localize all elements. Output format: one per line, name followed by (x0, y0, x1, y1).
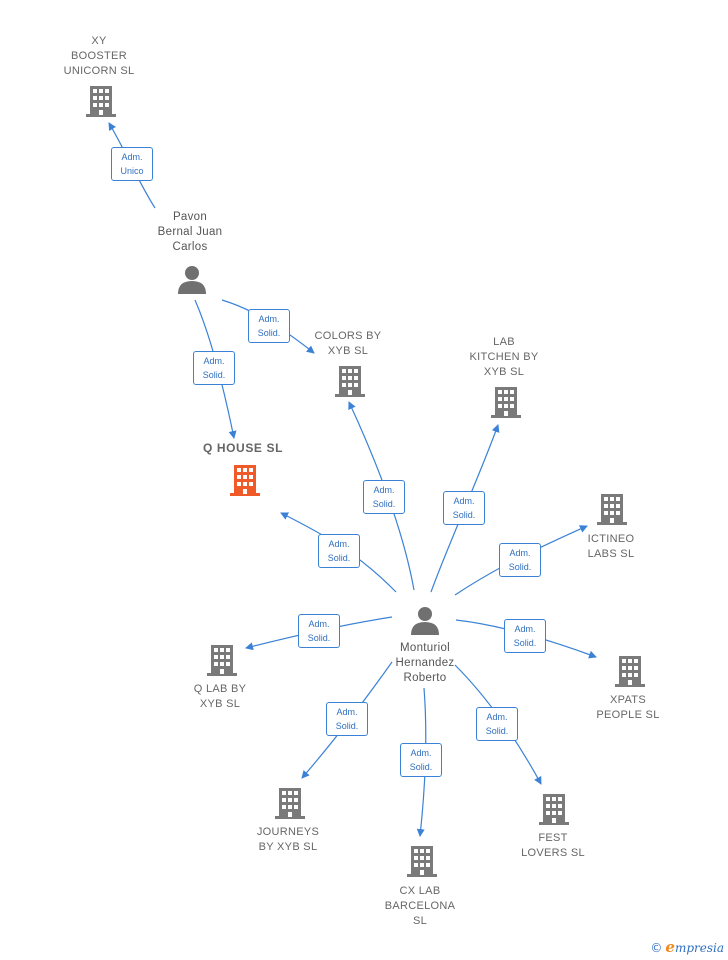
company-label-q-lab[interactable]: Q LAB BY XYB SL (193, 683, 247, 710)
edge-label-adm-solid: Adm. Solid. (318, 534, 360, 568)
building-icon-fest-lovers[interactable] (539, 794, 569, 825)
edge-label-adm-solid: Adm. Solid. (326, 702, 368, 736)
company-label-ictineo[interactable]: ICTINEO LABS SL (587, 533, 635, 560)
building-icon-q-house[interactable] (230, 465, 260, 496)
company-label-cx-lab[interactable]: CX LAB BARCELONA SL (384, 885, 456, 927)
person-label-pavon[interactable]: Pavon Bernal Juan Carlos (157, 211, 223, 253)
edge-label-adm-solid: Adm. Solid. (504, 619, 546, 653)
edge-label-adm-solid: Adm. Solid. (193, 351, 235, 385)
edge-label-adm-solid: Adm. Solid. (363, 480, 405, 514)
person-label-monturiol[interactable]: Monturiol Hernandez Roberto (395, 642, 455, 684)
company-label-xy-booster[interactable]: XY BOOSTER UNICORN SL (63, 35, 135, 77)
company-label-q-house[interactable]: Q HOUSE SL (202, 441, 284, 455)
copyright-icon: © (650, 941, 663, 955)
building-icon-lab-kitchen[interactable] (491, 387, 521, 418)
edge-label-adm-solid: Adm. Solid. (499, 543, 541, 577)
building-icon-xy-booster[interactable] (86, 86, 116, 117)
company-label-journeys[interactable]: JOURNEYS BY XYB SL (256, 826, 320, 853)
building-icon-cx-lab[interactable] (407, 846, 437, 877)
edge-label-adm-solid: Adm. Solid. (400, 743, 442, 777)
person-icon-pavon[interactable] (178, 266, 206, 294)
company-label-colors-by-xyb[interactable]: COLORS BY XYB SL (314, 330, 382, 357)
building-icon-xpats[interactable] (615, 656, 645, 687)
building-icon-colors-by-xyb[interactable] (335, 366, 365, 397)
brand-logo-initial: e (665, 938, 675, 956)
edge-label-adm-solid: Adm. Solid. (443, 491, 485, 525)
building-icon-ictineo[interactable] (597, 494, 627, 525)
building-icon-journeys[interactable] (275, 788, 305, 819)
person-icon-monturiol[interactable] (411, 607, 439, 635)
company-label-lab-kitchen[interactable]: LAB KITCHEN BY XYB SL (469, 336, 539, 378)
brand-name: mpresia (674, 941, 724, 955)
company-label-fest-lovers[interactable]: FEST LOVERS SL (521, 832, 585, 859)
footer-brand[interactable]: ©empresia (650, 938, 724, 956)
building-icon-q-lab[interactable] (207, 645, 237, 676)
company-label-xpats[interactable]: XPATS PEOPLE SL (596, 694, 660, 721)
edge-label-adm-solid: Adm. Solid. (248, 309, 290, 343)
edge-label-adm-solid: Adm. Solid. (476, 707, 518, 741)
edge-label-adm-solid: Adm. Solid. (298, 614, 340, 648)
edge-label-adm-unico: Adm. Unico (111, 147, 153, 181)
